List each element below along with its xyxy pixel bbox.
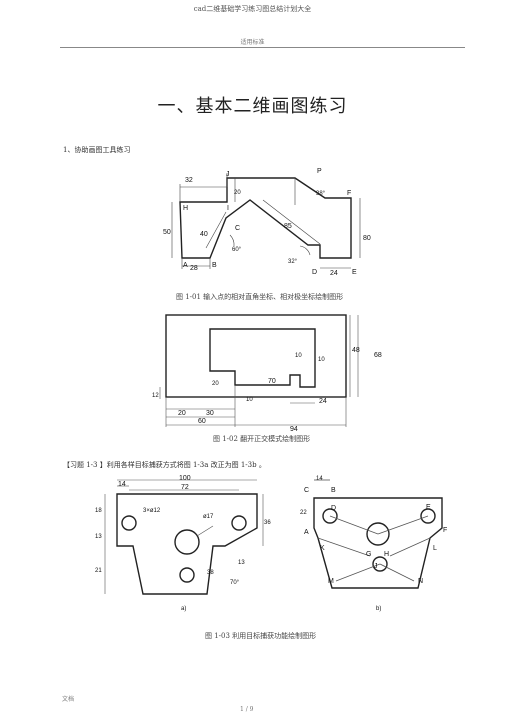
fig2-dim-20b: 20 [178,410,186,417]
fig1-dim-32: 32 [185,177,193,184]
fig2-dim-20: 20 [212,381,219,387]
fig2-dim-10c: 10 [246,397,253,403]
fig3a-dim-21: 21 [95,568,102,574]
figure-1-caption: 图 1-01 输入点的相对直角坐标、相对极坐标绘制图形 [176,293,344,301]
figure-1-drawing: 32 20 50 40 60° 28 85 32° 38° 80 24 P F … [163,168,371,277]
fig2-dim-70: 70 [268,378,276,385]
fig3b-dim-14: 14 [316,476,323,482]
fig1-label-j: J [226,171,230,178]
fig1-label-i: I [227,205,229,212]
fig3a-dim-13: 13 [95,534,102,540]
fig2-dim-48: 48 [352,347,360,354]
fig3b-label-f: F [443,527,447,534]
fig3b-label-h: H [384,551,389,558]
fig3b-label-e: E [426,504,431,511]
fig3b-label-g: G [366,551,371,558]
fig3a-dim-18: 18 [95,508,102,514]
fig1-label-b: B [212,262,217,269]
fig3b-label-n: N [418,578,423,585]
fig3a-sub-label: a) [181,606,186,612]
figure-2-caption: 图 1-02 翻开正交模式绘制图形 [213,435,311,443]
fig3b-label-l: L [433,545,437,552]
section-heading: 1、协助画图工具练习 [63,146,131,154]
fig2-dim-10a: 10 [295,353,302,359]
fig3b-label-c: C [304,487,309,494]
fig1-label-h: H [183,205,188,212]
fig3a-dim-13b: 13 [238,560,245,566]
footer-page-number: 1 / 9 [240,706,254,713]
fig3b-label-m: M [328,578,334,585]
fig3a-dim-70deg: 70° [230,580,240,586]
fig3b-label-b: B [331,487,336,494]
document-subtitle: 适用标准 [240,39,265,46]
fig2-dim-60: 60 [198,418,206,425]
fig1-label-p: P [317,168,322,175]
exercise-intro: 【习题 1-3 】利用各样目标捕获方式将图 1-3a 改正为图 1-3b 。 [63,461,266,469]
fig3a-dim-14: 14 [118,481,126,488]
fig2-dim-94: 94 [290,426,298,433]
fig1-dim-85: 85 [284,223,292,230]
fig1-label-e: E [352,269,357,276]
fig1-dim-40: 40 [200,231,208,238]
fig3b-label-j: J [374,563,378,570]
fig3a-dim-36: 36 [264,520,271,526]
fig1-label-f: F [347,190,351,197]
fig1-dim-60deg: 60° [232,247,242,253]
fig2-dim-24: 24 [319,398,327,405]
fig2-dim-30: 30 [206,410,214,417]
fig3b-label-a: A [304,529,309,536]
figure-3a-drawing: 100 14 72 3×ø12 ø17 18 13 36 21 38 13 70… [95,475,271,612]
figure-3b-drawing: 14 C B 22 D E A F K G H L J M N b) [300,476,447,612]
fig1-dim-20: 20 [234,190,241,196]
fig1-label-a: A [183,262,188,269]
fig3b-dim-22: 22 [300,510,307,516]
fig3a-dim-38: 38 [207,570,214,576]
document-header-title: cad二维基础学习练习图总结计划大全 [193,5,312,13]
fig3b-label-d: D [331,505,336,512]
fig2-dim-10b: 10 [318,357,325,363]
fig1-label-d: D [312,269,317,276]
fig2-dim-12: 12 [152,393,159,399]
figure-3-caption: 图 1-03 利用目标捕获功能绘制图形 [205,632,317,640]
fig1-dim-80: 80 [363,235,371,242]
fig1-label-c: C [235,225,240,232]
fig3a-dim-100: 100 [179,475,191,482]
page-title: 一、基本二维画图练习 [157,96,348,117]
fig1-dim-38deg: 38° [316,191,326,197]
figure-2-drawing: 10 10 20 70 48 68 12 10 24 20 30 60 94 [152,314,382,433]
fig3a-dim-17: ø17 [203,514,214,520]
fig3b-sub-label: b) [376,606,381,612]
fig1-dim-24: 24 [330,270,338,277]
fig2-dim-68: 68 [374,352,382,359]
fig3b-label-k: K [320,545,325,552]
fig1-dim-50: 50 [163,229,171,236]
fig3a-dim-holes: 3×ø12 [143,508,161,514]
fig1-dim-28: 28 [190,265,198,272]
footer-left-text: 文档 [62,696,75,703]
header-rule [60,47,465,48]
fig3a-dim-72: 72 [181,484,189,491]
fig1-dim-32deg: 32° [288,259,298,265]
